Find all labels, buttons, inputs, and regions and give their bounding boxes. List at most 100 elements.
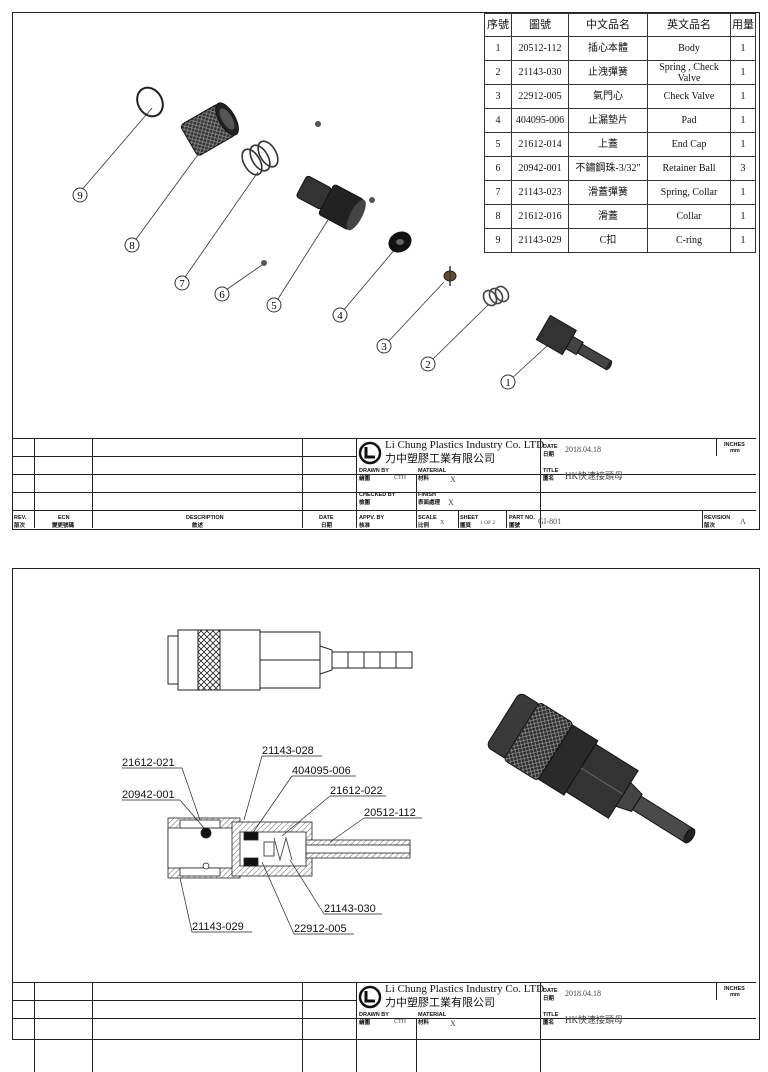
bom-cell: Spring , Check Valve: [647, 60, 731, 85]
balloon-4: 4: [332, 307, 348, 323]
drawn-by-value: CTH: [394, 475, 406, 481]
bom-cell: 滑蓋: [568, 204, 648, 229]
svg-text:5: 5: [271, 300, 277, 312]
sheet-frame: [12, 12, 760, 530]
part-ball: [315, 121, 321, 127]
drawn-by-value: CTH: [394, 1019, 406, 1025]
bom-cell: 21143-029: [511, 228, 569, 253]
bom-cell: 21143-030: [511, 60, 569, 85]
side-view: [167, 629, 413, 691]
balloon-7: 7: [174, 275, 190, 291]
part-no-value: GI-801: [538, 517, 562, 526]
bom-cell: Retainer Ball: [647, 156, 731, 181]
revision-value: A: [740, 517, 746, 526]
description-label-zh: 敘述: [192, 523, 204, 529]
part-no-label: PART NO.: [509, 515, 535, 521]
svg-text:7: 7: [179, 278, 185, 290]
date-label: DATE: [543, 444, 558, 450]
date-label-zh: 日期: [543, 996, 555, 1002]
rev-label-zh: 版次: [14, 523, 26, 529]
bom-cell: 1: [730, 228, 756, 253]
bom-cell: 4: [484, 108, 512, 133]
drawn-by-label-zh: 繪圖: [359, 1020, 371, 1026]
date-value: 2018.04.18: [565, 989, 601, 998]
scale-value: X: [440, 520, 445, 526]
isometric-render: [487, 693, 696, 844]
bom-cell: 1: [730, 36, 756, 61]
appv-label-zh: 核准: [359, 523, 371, 529]
label-20512-112: 20512-112: [364, 807, 416, 819]
label-20942-001: 20942-001: [122, 789, 175, 801]
part-check-valve: [443, 266, 457, 286]
exploded-view: 9 8 7 6 5 4 3 2 1: [72, 86, 613, 390]
bom-cell: 21143-023: [511, 180, 569, 205]
label-404095-006: 404095-006: [292, 765, 351, 777]
bom-cell: 8: [484, 204, 512, 229]
bom-cell: 不鏽鋼珠-3/32": [568, 156, 648, 181]
ecn-label-zh: 變更號碼: [52, 523, 75, 529]
material-label-zh: 材料: [418, 476, 430, 482]
bom-cell: 1: [730, 180, 756, 205]
bom-cell: End Cap: [647, 132, 731, 157]
revision-label-zh: 版次: [704, 523, 716, 529]
assembly-views: 21612-021 21143-028 404095-006 21612-022…: [122, 629, 696, 935]
bom-cell: 上蓋: [568, 132, 648, 157]
bom-header-part-no: 圖號: [511, 13, 569, 37]
bom-cell: 止洩彈簧: [568, 60, 648, 85]
label-21143-029: 21143-029: [192, 921, 244, 933]
material-value: X: [450, 475, 456, 484]
bom-cell: Body: [647, 36, 731, 61]
bom-cell: Collar: [647, 204, 731, 229]
bom-cell: 9: [484, 228, 512, 253]
bom-cell: C扣: [568, 228, 648, 253]
bom-cell: 3: [484, 84, 512, 109]
bom-cell: 1: [730, 204, 756, 229]
label-21612-022: 21612-022: [330, 785, 383, 797]
bom-cell: 1: [730, 60, 756, 85]
title-label: TITLE: [543, 1012, 559, 1018]
bom-header-name-en: 英文品名: [647, 13, 731, 37]
bom-cell: 1: [484, 36, 512, 61]
bom-cell: 20512-112: [511, 36, 569, 61]
bom-cell: 5: [484, 132, 512, 157]
bom-cell: 20942-001: [511, 156, 569, 181]
material-label: MATERIAL: [418, 1012, 447, 1018]
company-name-en: Li Chung Plastics Industry Co. LTD: [385, 983, 545, 995]
part-spring-collar: [241, 140, 279, 176]
bom-cell: 3: [730, 156, 756, 181]
section-view: [167, 817, 411, 879]
rev-date-label: DATE: [319, 515, 334, 521]
title-value: HK快速接頭母: [565, 471, 623, 481]
bom-cell: 2: [484, 60, 512, 85]
material-label-zh: 材料: [418, 1020, 430, 1026]
svg-text:2: 2: [425, 359, 431, 371]
label-21612-021: 21612-021: [122, 757, 175, 769]
part-c-ring: [136, 86, 164, 118]
bom-cell: 404095-006: [511, 108, 569, 133]
svg-text:9: 9: [77, 190, 83, 202]
part-body: [535, 314, 613, 371]
checked-by-label: CHECKED BY: [359, 492, 396, 498]
bom-cell: Pad: [647, 108, 731, 133]
rev-label: REV.: [14, 515, 27, 521]
title-label-zh: 圖名: [543, 1020, 555, 1026]
bom-cell: 21612-016: [511, 204, 569, 229]
sheet-value: 1 OF 2: [480, 520, 496, 526]
svg-text:8: 8: [129, 240, 135, 252]
revision-label: REVISION: [704, 515, 731, 521]
bom-header-seq: 序號: [484, 13, 512, 37]
drawn-by-label-zh: 繪圖: [359, 476, 371, 482]
balloon-5: 5: [266, 297, 282, 313]
units-label: INCHES: [724, 442, 745, 448]
balloon-8: 8: [124, 237, 140, 253]
balloon-9: 9: [72, 187, 88, 203]
drawn-by-label: DRAWN BY: [359, 468, 389, 474]
